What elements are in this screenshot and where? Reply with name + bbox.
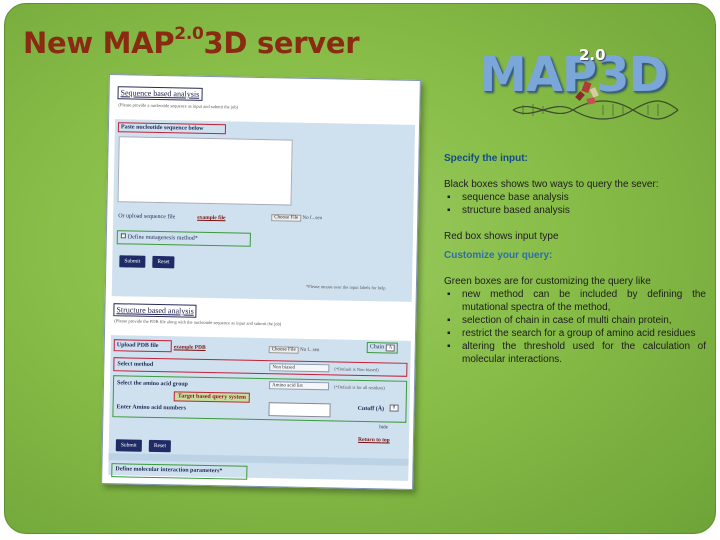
chain-input[interactable]: A <box>385 344 396 352</box>
amino-default-note: (*Default is for all residues) <box>333 384 385 391</box>
target-query-label: Target based query system <box>173 391 251 403</box>
structure-note: (Please provide the PDB file along with … <box>114 318 282 327</box>
amino-group-label: Select the amino acid group <box>116 380 188 388</box>
green-box-intro: Green boxes are for customizing the quer… <box>444 276 651 287</box>
list-item: new method can be included by defining t… <box>444 288 706 314</box>
method-select[interactable]: Non biased <box>269 363 330 373</box>
hide-link[interactable]: hide <box>379 425 388 431</box>
example-pdb-link[interactable]: example PDB <box>173 344 206 351</box>
choose-file-button[interactable]: Choose File <box>271 214 302 222</box>
list-item: restrict the search for a group of amino… <box>444 327 706 340</box>
chain-label: Chain <box>369 344 385 351</box>
amino-acid-group-box: Select the amino acid group Amino acid l… <box>112 375 408 423</box>
cutoff-input[interactable]: 8 <box>389 404 399 412</box>
example-file-link[interactable]: example file <box>197 214 226 222</box>
specify-input-heading: Specify the input: <box>444 153 528 164</box>
black-box-list: sequence base analysis structure based a… <box>444 191 706 217</box>
list-item: altering the threshold used for the calc… <box>444 340 706 366</box>
customize-heading: Customize your query: <box>444 250 553 261</box>
upload-sequence-label: Or upload sequence file <box>118 213 176 221</box>
no-file-text: No f...sen <box>299 347 320 354</box>
sequence-note: (Please provide a nucleotide sequence as… <box>118 102 239 110</box>
reset-button-structure[interactable]: Reset <box>148 439 172 453</box>
black-box-intro: Black boxes shows two ways to query the … <box>444 179 659 190</box>
reset-button-sequence[interactable]: Reset <box>152 255 175 269</box>
submit-button-sequence[interactable]: Submit <box>119 255 146 268</box>
chain-row: Chain A <box>366 342 399 354</box>
protein-cluster-icon <box>575 81 599 105</box>
amino-group-select[interactable]: Amino acid list <box>268 381 330 391</box>
pdb-file-chooser[interactable]: Choose File No f...sen <box>268 346 320 354</box>
paste-sequence-label: Paste nucleotide sequence below <box>117 122 227 135</box>
no-file-text: No f...sen <box>302 215 323 222</box>
map3d-logo: MAP3D 2.0 <box>473 44 683 124</box>
submit-button-structure[interactable]: Submit <box>115 439 142 452</box>
dna-helix-icon <box>512 81 679 120</box>
select-method-label: Select method <box>117 361 154 368</box>
structure-analysis-header: Structure based analysis <box>113 303 197 318</box>
mutagenesis-checkbox[interactable] <box>120 233 126 239</box>
upload-pdb-label: Upload PDB file <box>113 339 172 353</box>
list-item: sequence base analysis <box>444 191 706 204</box>
description-text: Specify the input: Black boxes shows two… <box>444 152 706 366</box>
mutagenesis-label: Define mutagenesis method* <box>127 234 198 242</box>
cutoff-label: Cutoff (Å) <box>357 405 385 413</box>
choose-file-button[interactable]: Choose File <box>268 346 299 354</box>
amino-numbers-input[interactable] <box>268 402 331 418</box>
sequence-file-chooser[interactable]: Choose File No f...sen <box>271 214 322 222</box>
form-screenshot: Sequence based analysis (Please provide … <box>101 74 421 490</box>
method-default-note: (*Default is Non biased) <box>334 366 379 373</box>
slide-background: New MAP2.03D server MAP3D 2.0 Sequence <box>4 3 716 534</box>
red-box-text: Red box shows input type <box>444 231 559 242</box>
mutagenesis-row[interactable]: Define mutagenesis method* <box>116 230 251 247</box>
logo-version: 2.0 <box>579 46 606 64</box>
green-box-list: new method can be included by defining t… <box>444 288 706 366</box>
slide-title: New MAP2.03D server <box>23 24 360 60</box>
list-item: selection of chain in case of multi chai… <box>444 314 706 327</box>
return-to-top-link[interactable]: Return to top <box>357 436 390 444</box>
list-item: structure based analysis <box>444 204 706 217</box>
molecular-interaction-row[interactable]: Define molecular interaction parameters* <box>111 463 248 480</box>
sequence-analysis-header: Sequence based analysis <box>117 86 203 101</box>
amino-numbers-label: Enter Amino acid numbers <box>116 404 187 412</box>
logo-text: MAP3D <box>479 47 668 103</box>
sequence-textarea[interactable] <box>117 136 293 206</box>
